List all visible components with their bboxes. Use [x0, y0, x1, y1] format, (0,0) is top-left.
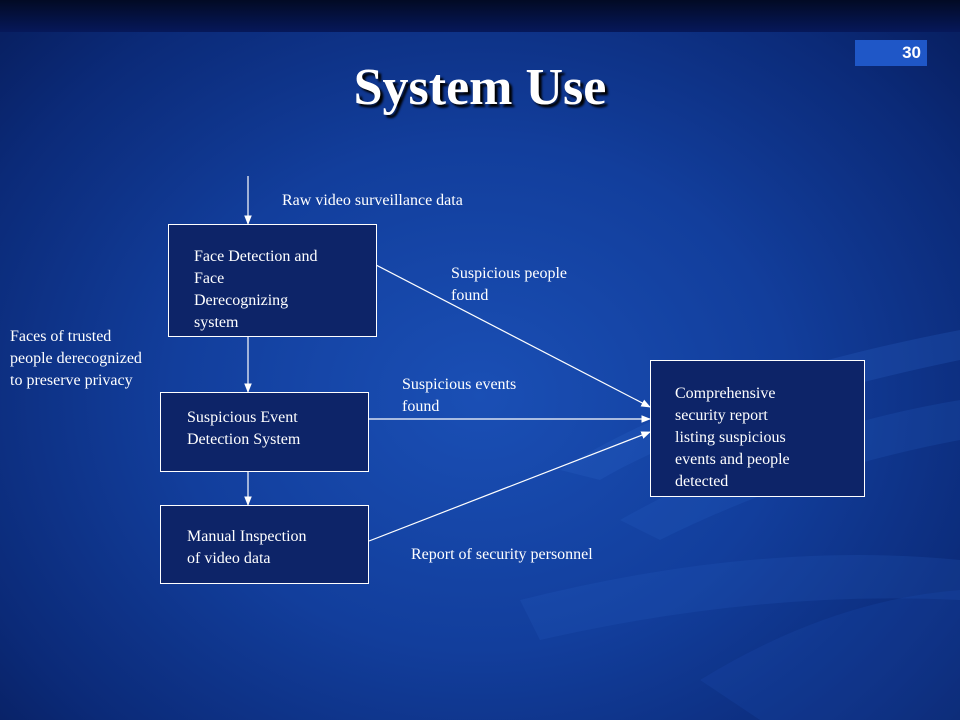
trusted-faces-label: Faces of trusted people derecognized to … [10, 328, 142, 389]
slide-number: 30 [855, 40, 927, 66]
arrow-personnel-report [368, 431, 651, 542]
security-report-box [650, 360, 865, 497]
security-report-label: Comprehensive security report listing su… [675, 385, 790, 490]
arrow-people-found [375, 264, 651, 408]
people-found-label: Suspicious people found [451, 265, 567, 304]
face-detection-box [168, 224, 377, 337]
event-detection-box [160, 392, 369, 472]
personnel-report-label: Report of security personnel [411, 546, 593, 563]
face-detection-label: Face Detection and Face Derecognizing sy… [194, 248, 318, 331]
events-found-label: Suspicious events found [402, 376, 517, 415]
manual-inspection-label: Manual Inspection of video data [187, 528, 307, 567]
raw-input-label: Raw video surveillance data [282, 192, 463, 209]
event-detection-label: Suspicious Event Detection System [187, 409, 301, 448]
top-bar [0, 0, 960, 32]
slide-title: System Use [353, 59, 607, 116]
manual-inspection-box [160, 505, 369, 584]
